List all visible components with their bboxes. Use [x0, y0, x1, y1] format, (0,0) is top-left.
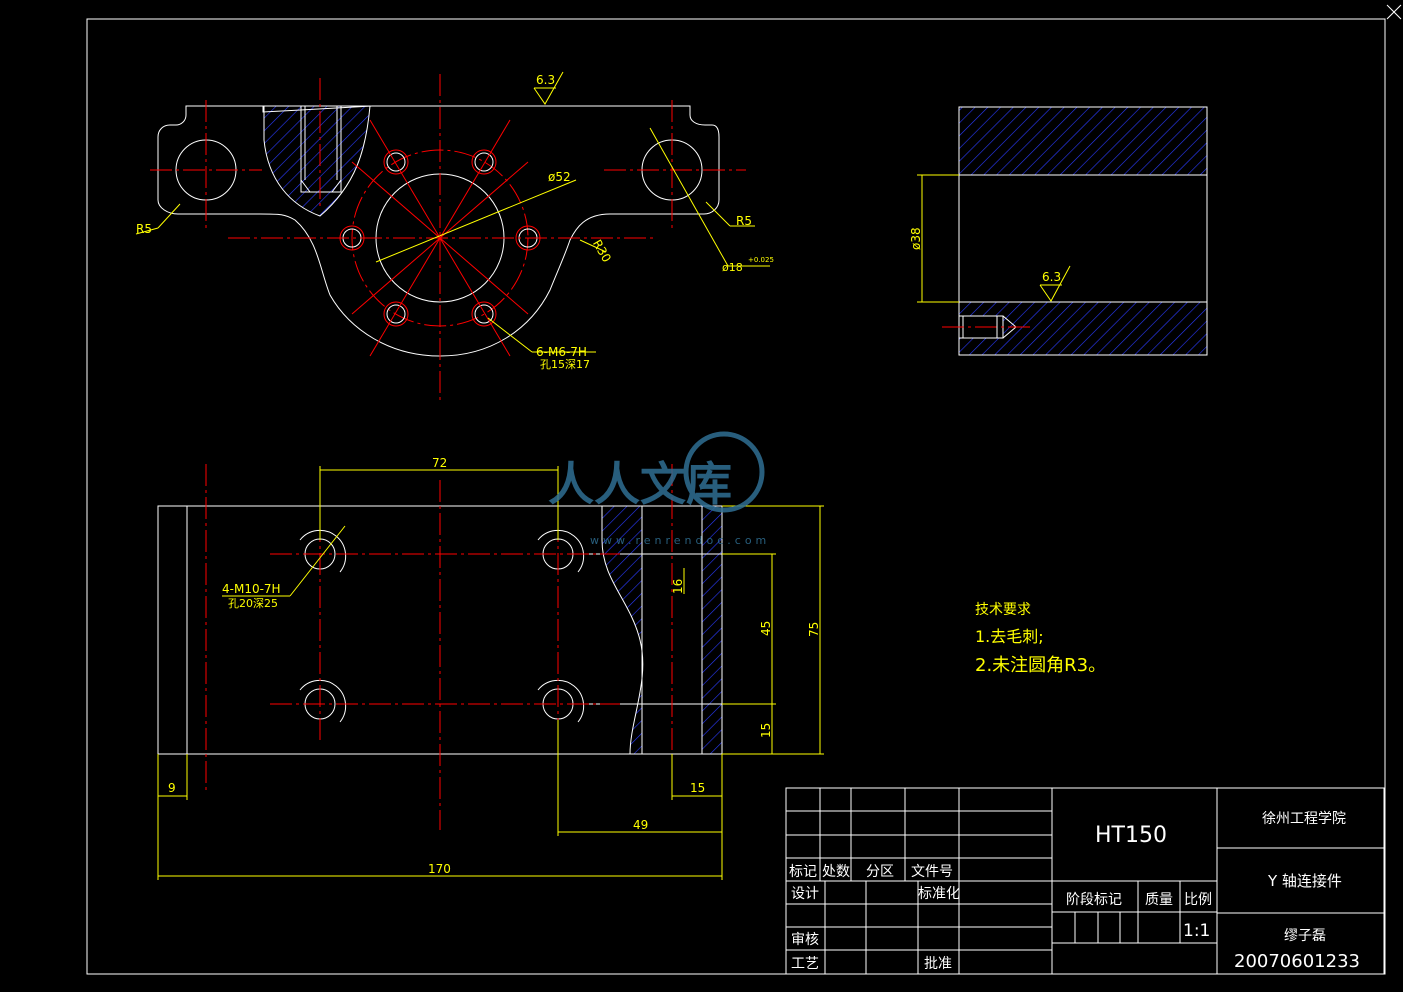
side-view: ø38 6.3: [909, 106, 1208, 356]
section-hatch-front: [601, 505, 644, 755]
dim-r30: R30: [590, 237, 614, 264]
tb-designer: 缪子磊: [1284, 928, 1326, 944]
dim-d18: ø18: [722, 261, 743, 274]
tb-label-review: 审核: [791, 932, 819, 948]
tb-label-approve: 批准: [924, 956, 952, 972]
dim-thread-4m10-depth: 孔20深25: [228, 597, 278, 610]
watermark-url: www.renrendoc.com: [590, 534, 770, 547]
dim-thread-6m6-depth: 孔15深17: [540, 358, 590, 371]
tb-label-scale: 比例: [1184, 892, 1212, 908]
technical-requirements: 技术要求 1.去毛刺; 2.未注圆角R3。: [975, 602, 1106, 676]
dim-72: 72: [432, 456, 447, 470]
front-view-centerlines: [205, 464, 673, 830]
tech-req-item-1: 1.去毛刺;: [975, 627, 1044, 646]
dim-16: 16: [671, 579, 685, 594]
top-view-centerlines: [150, 74, 746, 400]
dim-thread-4m10: 4-M10-7H: [222, 582, 281, 596]
title-block: 标记 处数 分区 文件号 设计 标准化 审核 工艺 批准 HT150 阶段标记 …: [785, 787, 1385, 975]
side-view-outline: [958, 106, 1208, 356]
tb-drawing-number: 20070601233: [1234, 951, 1360, 972]
dim-170: 170: [428, 862, 451, 876]
dim-75: 75: [807, 622, 821, 637]
dim-15-vertical: 15: [759, 723, 773, 738]
watermark: 人人文库 www.renrendoc.com: [548, 431, 770, 547]
dim-d38: ø38: [909, 227, 923, 250]
dim-thread-6m6: 6-M6-7H: [536, 345, 587, 359]
corner-mark: [1386, 4, 1402, 20]
tb-institution: 徐州工程学院: [1262, 811, 1346, 827]
top-view-outline: [157, 105, 720, 357]
tb-material: HT150: [1095, 823, 1167, 848]
watermark-logo-text: 人人文库: [548, 457, 732, 511]
tb-label-count: 处数: [822, 864, 850, 880]
top-view: 6.3 R5 R5 ø52 R30 ø18 +0.025 6-M6-7H 孔15…: [135, 71, 774, 400]
dim-9: 9: [168, 781, 176, 795]
tb-scale-value: 1:1: [1183, 921, 1210, 941]
tech-req-title: 技术要求: [975, 602, 1031, 618]
tb-label-doc-no: 文件号: [911, 864, 953, 880]
tb-label-process: 工艺: [791, 956, 819, 972]
top-view-dimensions: R5 R5 ø52 R30 ø18 +0.025 6-M6-7H 孔15深17: [135, 127, 774, 371]
m10-holes: [299, 529, 585, 723]
tb-label-standard: 标准化: [918, 886, 960, 902]
tb-label-mark: 标记: [789, 864, 817, 880]
dim-45: 45: [759, 621, 773, 636]
tb-label-stage-mark: 阶段标记: [1066, 892, 1122, 908]
dim-d52: ø52: [548, 170, 571, 184]
tech-req-item-2: 2.未注圆角R3。: [975, 655, 1106, 676]
dim-d18-tolerance: +0.025: [748, 256, 774, 264]
tb-label-weight: 质量: [1145, 892, 1173, 908]
front-view: 72 45 15 75 16 9 15 49 170: [157, 456, 824, 880]
roughness-symbol-top: 6.3: [533, 71, 564, 105]
tb-part-name: Y 轴连接件: [1267, 872, 1342, 890]
roughness-value-top: 6.3: [536, 73, 555, 87]
sheet-border: [86, 18, 1386, 975]
tb-label-design: 设计: [791, 886, 819, 902]
section-hatch-left: [263, 105, 371, 217]
front-view-dimensions: 72 45 15 75 16 9 15 49 170: [157, 456, 824, 880]
dim-r5-left: R5: [136, 222, 152, 236]
roughness-value-side: 6.3: [1042, 270, 1061, 284]
tb-label-zone: 分区: [866, 864, 894, 880]
dim-15-horizontal: 15: [690, 781, 705, 795]
roughness-symbol-side: 6.3: [1039, 265, 1071, 302]
dim-49: 49: [633, 818, 648, 832]
dim-r5-right: R5: [736, 214, 752, 228]
